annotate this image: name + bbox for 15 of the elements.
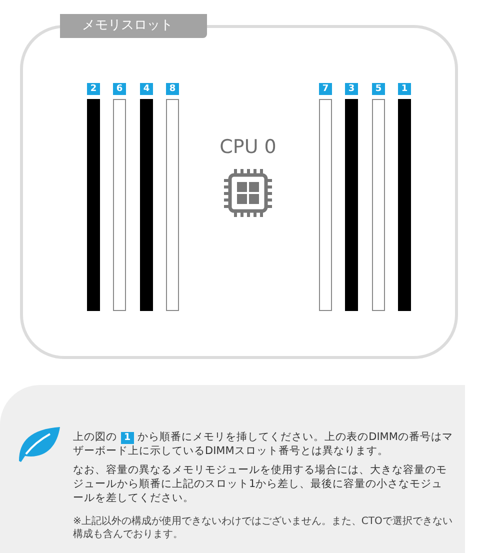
slot-number: 1 — [121, 432, 134, 444]
slot-number: 7 — [319, 83, 332, 95]
slot-number: 3 — [345, 83, 358, 95]
slot-number: 8 — [166, 83, 179, 95]
slot-number: 4 — [140, 83, 153, 95]
note-text: なお、容量の異なるメモリモジュールを使用する場合には、大きな容量のモジュールから順番に上記のスロット1から差し、最後に容量の小さなモジュールを差してください。 — [73, 463, 448, 505]
note-panel — [0, 385, 465, 553]
slot-number: 1 — [398, 83, 411, 95]
title-tab: メモリスロット — [60, 14, 207, 38]
slot-number: 2 — [87, 83, 100, 95]
slot-number: 6 — [113, 83, 126, 95]
slot-number: 5 — [372, 83, 385, 95]
cpu-label: CPU 0 — [218, 136, 278, 158]
footnote: ※上記以外の構成が使用できないわけではございません。また、CTOで選択できない構成も含んでおります。 — [73, 515, 453, 541]
note-text: 上の図の 1 から順番にメモリを挿してください。上の表のDIMMの番号はマザーボード上に示しているDIMMスロット番号とは異なります。 — [73, 430, 453, 458]
